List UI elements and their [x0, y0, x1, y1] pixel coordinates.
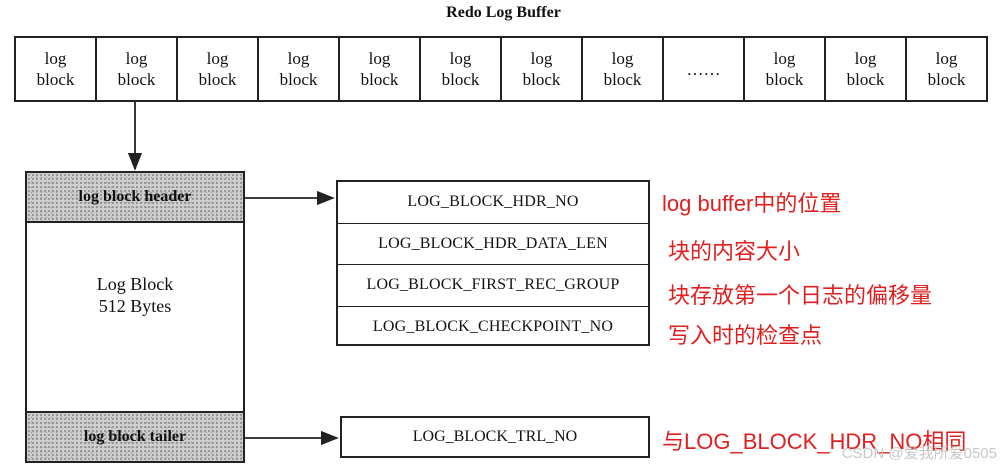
header-fields-table: LOG_BLOCK_HDR_NO LOG_BLOCK_HDR_DATA_LEN …	[336, 180, 650, 346]
redo-log-buffer-row: log block log block log block log block …	[14, 36, 988, 102]
field-first-rec-group: LOG_BLOCK_FIRST_REC_GROUP	[338, 265, 648, 307]
buffer-cell: log block	[502, 38, 583, 100]
watermark: CSDN @爱我所爱0505	[841, 445, 997, 462]
buffer-cell: log block	[259, 38, 340, 100]
annotation-trl-no: 与LOG_BLOCK_HDR_NO相同	[662, 429, 967, 454]
tailer-field: LOG_BLOCK_TRL_NO	[340, 416, 650, 458]
buffer-cell: log block	[583, 38, 664, 100]
log-block-header: log block header	[27, 173, 243, 223]
buffer-cell: log block	[97, 38, 178, 100]
log-block-size: 512 Bytes	[98, 296, 172, 316]
buffer-cell: log block	[927, 49, 966, 89]
log-block-body: Log Block 512 Bytes	[27, 273, 243, 317]
log-block-name: Log Block	[96, 274, 174, 294]
buffer-cell: log block	[826, 38, 907, 100]
buffer-cell-ellipsis: ……	[664, 38, 745, 100]
diagram-title: Redo Log Buffer	[446, 4, 561, 21]
buffer-cell: log block	[178, 38, 259, 100]
log-block-tailer: log block tailer	[27, 411, 243, 461]
annotation-hdr-no: log buffer中的位置	[662, 191, 842, 216]
buffer-cell: log block	[421, 38, 502, 100]
annotation-first-rec-group: 块存放第一个日志的偏移量	[668, 283, 933, 308]
field-hdr-data-len: LOG_BLOCK_HDR_DATA_LEN	[338, 224, 648, 265]
buffer-cell: log block	[745, 38, 826, 100]
buffer-cell: log block	[16, 38, 97, 100]
field-hdr-no: LOG_BLOCK_HDR_NO	[338, 182, 648, 224]
annotation-data-len: 块的内容大小	[668, 239, 801, 264]
buffer-cell: log block	[340, 38, 421, 100]
annotation-checkpoint: 写入时的检查点	[668, 323, 823, 348]
log-block: log block header Log Block 512 Bytes log…	[25, 171, 245, 463]
field-checkpoint-no: LOG_BLOCK_CHECKPOINT_NO	[372, 317, 614, 335]
